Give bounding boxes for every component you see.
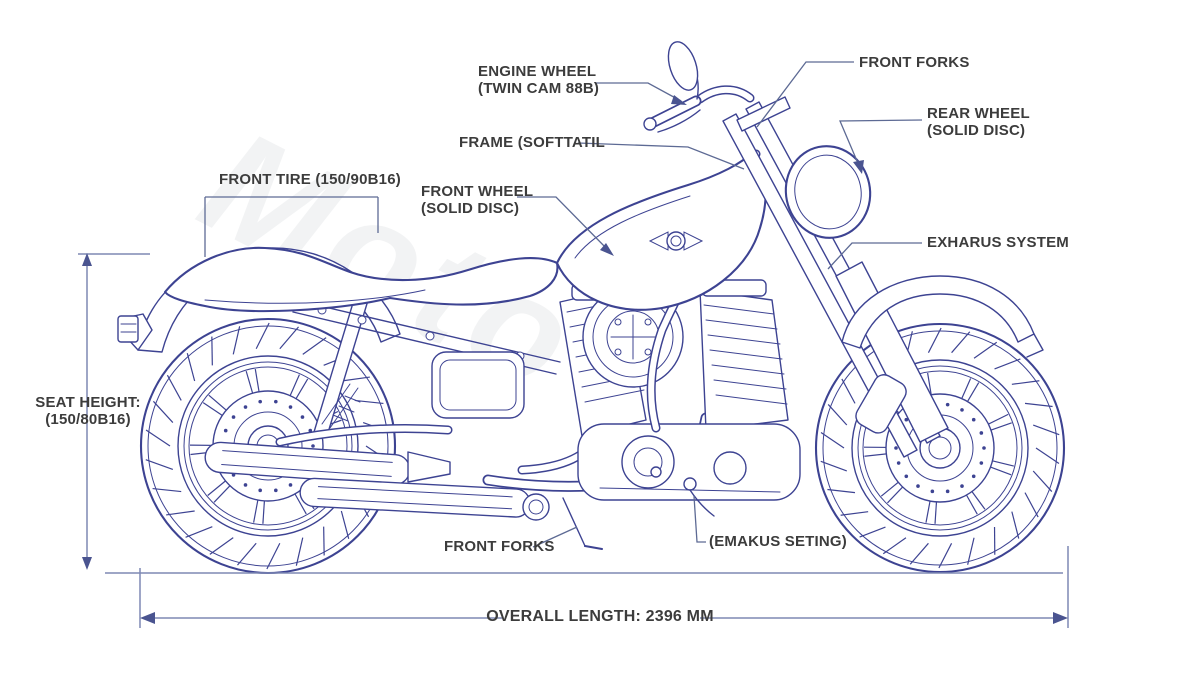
label-exhaust-system: EXHARUS SYSTEM	[927, 234, 1069, 251]
handlebar-drawing	[643, 41, 755, 133]
engine-drawing	[559, 279, 801, 517]
mirror-drawing	[667, 41, 699, 91]
label-front-wheel: FRONT WHEEL (SOLID DISC)	[421, 183, 534, 217]
fuel-tank-drawing	[555, 150, 767, 311]
label-front-forks-bottom: FRONT FORKS	[444, 538, 555, 555]
side-panel-drawing	[431, 351, 525, 419]
label-overall-length: OVERALL LENGTH: 2396 MM	[486, 608, 714, 625]
seat-drawing	[163, 246, 559, 313]
label-exhaust-setting: (EMAKUS SETING)	[709, 533, 847, 550]
label-frame: FRAME (SOFTTATIL	[459, 134, 605, 151]
swingarm-drawing	[275, 383, 453, 447]
label-engine-wheel: ENGINE WHEEL (TWIN CAM 88B)	[478, 63, 600, 97]
label-front-tire: FRONT TIRE (150/90B16)	[219, 171, 401, 188]
label-seat-height: SEAT HEIGHT: (150/80B16)	[35, 394, 141, 428]
kickstand-drawing	[562, 497, 604, 551]
headlight-drawing	[784, 145, 872, 239]
label-rear-wheel: REAR WHEEL (SOLID DISC)	[927, 105, 1030, 139]
label-front-forks-top: FRONT FORKS	[859, 54, 970, 71]
dimension-lines	[78, 196, 1069, 628]
leader-lines	[517, 61, 923, 548]
tank-emblem	[648, 231, 704, 251]
exhaust-mufflers-drawing	[204, 412, 712, 521]
front-fender-drawing	[841, 275, 1044, 358]
